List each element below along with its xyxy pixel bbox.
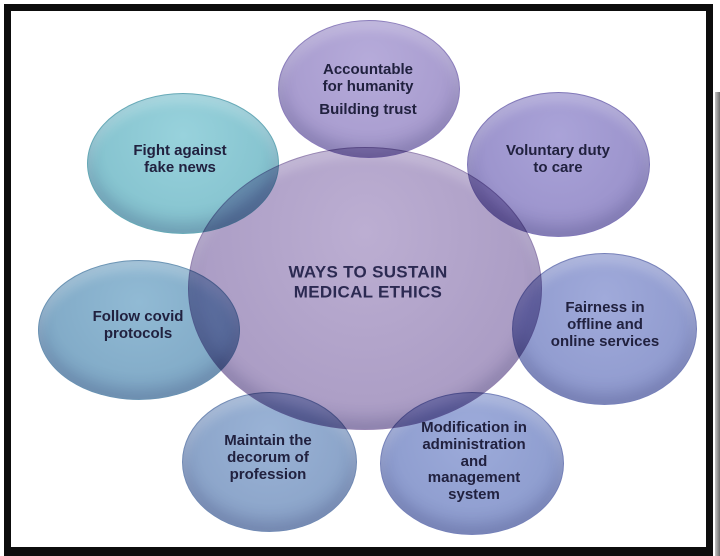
node-label-line: Modification in <box>421 419 527 437</box>
node-label-line: Accountable <box>322 60 413 78</box>
right-edge-strip <box>715 92 720 556</box>
node-label-line: online services <box>550 332 660 350</box>
node-label-line: offline and <box>567 315 643 333</box>
node-label-fakenews: Fight against fake news <box>133 142 227 177</box>
node-label-line: and <box>460 452 488 470</box>
node-ellipse-fairness <box>512 253 697 405</box>
node-ellipse-voluntary <box>467 92 650 237</box>
node-label-accountable: Accountable for humanity Building trust <box>319 60 417 118</box>
node-label-line: Building trust <box>319 100 417 118</box>
node-label-fairness: Fairness in offline and online services <box>550 298 660 350</box>
center-label: WAYS TO SUSTAIN MEDICAL ETHICS <box>288 262 447 301</box>
center-label-line: WAYS TO SUSTAIN <box>288 262 448 282</box>
node-label-line: for humanity <box>322 77 414 95</box>
node-label-line: decorum of <box>227 448 309 466</box>
node-ellipse-fakenews <box>87 93 279 234</box>
node-label-line: fake news <box>144 159 216 176</box>
node-ellipse-accountable <box>278 20 460 158</box>
node-label-line: protocols <box>103 325 173 342</box>
node-label-line: system <box>448 486 500 504</box>
node-label-line: management <box>427 469 521 487</box>
node-label-decorum: Maintain the decorum of profession <box>224 431 312 483</box>
node-label-line: Fairness in <box>565 298 645 316</box>
node-ellipse-decorum <box>182 392 357 532</box>
node-label-modification: Modification in administration and manag… <box>421 419 527 504</box>
node-ellipse-modification <box>380 392 564 535</box>
node-label-line: Maintain the <box>224 431 312 449</box>
node-label-line: to care <box>533 159 583 176</box>
node-label-covid: Follow covid protocols <box>92 308 184 343</box>
node-label-line: Fight against <box>133 142 227 160</box>
node-label-line: profession <box>229 465 307 483</box>
center-label-line: MEDICAL ETHICS <box>293 282 443 301</box>
node-label-line: administration <box>422 435 526 453</box>
node-label-line: Follow covid <box>92 308 184 326</box>
node-label-voluntary: Voluntary duty to care <box>506 142 610 177</box>
node-ellipse-covid <box>38 260 240 400</box>
node-label-line: Voluntary duty <box>506 142 610 160</box>
